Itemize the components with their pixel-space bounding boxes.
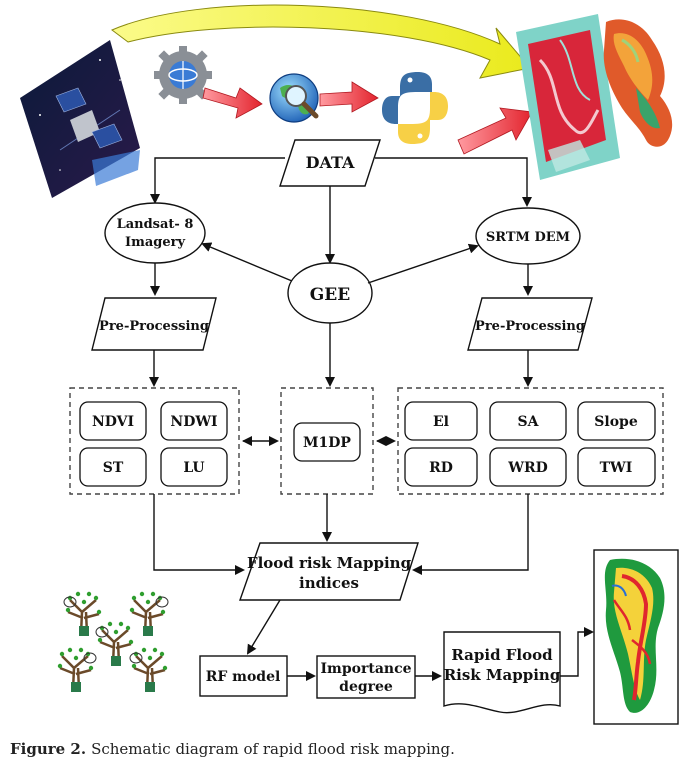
flood-risk-output-map xyxy=(593,549,679,725)
data-node xyxy=(279,139,381,187)
ndvi-box xyxy=(79,401,147,441)
st-label: ST xyxy=(103,460,124,476)
twi-label: TWI xyxy=(600,460,633,476)
el-box xyxy=(404,401,478,441)
rapid-flood-label-line1: Rapid Flood xyxy=(451,646,553,664)
st-box xyxy=(79,447,147,487)
tree-icon xyxy=(63,591,102,636)
lu-box xyxy=(160,447,228,487)
figure-caption: Figure 2. Schematic diagram of rapid floo… xyxy=(10,740,455,758)
random-forest-trees-illustration xyxy=(57,591,169,692)
python-icon xyxy=(382,72,448,144)
edge-data-landsat xyxy=(150,157,285,204)
twi-box xyxy=(577,447,656,487)
flood-indices-label-line1: Flood risk Mapping xyxy=(247,554,412,572)
edge-left-group-flood xyxy=(153,494,245,575)
ndwi-box xyxy=(160,401,228,441)
edge-gee-landsat xyxy=(201,242,293,282)
m1dp-label: M1DP xyxy=(303,435,351,451)
srtm-label: SRTM DEM xyxy=(486,230,570,245)
preprocessing-left-label: Pre-Processing xyxy=(99,319,209,334)
slope-label: Slope xyxy=(594,414,638,430)
edge-right-group-flood xyxy=(412,494,529,575)
importance-label-line2: degree xyxy=(339,679,393,695)
tree-icon xyxy=(95,621,134,666)
satellite-image xyxy=(20,40,140,198)
landsat-imagery-thumbnail xyxy=(516,14,620,180)
landsat-indices-group xyxy=(69,387,240,495)
m1dp-box xyxy=(293,422,361,462)
wrd-box xyxy=(489,447,567,487)
edge-gee-srtm xyxy=(367,243,479,284)
landsat-label-line1: Landsat- 8 xyxy=(117,217,194,232)
srtm-dem-thumbnail xyxy=(603,19,673,147)
rf-model-node xyxy=(199,655,288,697)
landsat-label-line2: Imagery xyxy=(125,235,185,250)
tree-icon xyxy=(57,647,97,692)
gee-label: GEE xyxy=(310,285,350,305)
importance-label-line1: Importance xyxy=(320,661,411,677)
caption-text: Schematic diagram of rapid flood risk ma… xyxy=(91,740,455,758)
edge-data-srtm xyxy=(375,157,532,207)
tree-icon xyxy=(129,647,168,692)
red-arrow-1 xyxy=(202,87,263,119)
ndwi-label: NDWI xyxy=(170,414,217,430)
rapid-flood-risk-mapping-node xyxy=(443,631,561,714)
rapid-flood-label-line2: Risk Mapping xyxy=(444,666,561,684)
rf-model-label: RF model xyxy=(206,669,281,685)
preprocessing-right-node xyxy=(467,297,593,351)
globe-search-icon xyxy=(269,73,319,123)
importance-degree-node xyxy=(316,655,416,699)
rd-label: RD xyxy=(429,460,453,476)
flood-risk-indices-node xyxy=(239,542,419,601)
sa-label: SA xyxy=(518,414,540,430)
preprocessing-right-label: Pre-Processing xyxy=(475,319,585,334)
landsat-node xyxy=(104,202,206,264)
red-arrow-2 xyxy=(319,81,379,113)
edge-flood-rf xyxy=(246,599,281,655)
data-label: DATA xyxy=(306,153,355,172)
lu-label: LU xyxy=(183,460,204,476)
caption-label: Figure 2. xyxy=(10,740,86,758)
dem-indices-group xyxy=(397,387,664,495)
preprocessing-left-node xyxy=(91,297,217,351)
el-label: El xyxy=(433,414,449,430)
sa-box xyxy=(489,401,567,441)
flood-indices-label-line2: indices xyxy=(299,574,359,592)
wrd-label: WRD xyxy=(507,460,548,476)
edge-rapid-output-map xyxy=(560,627,594,677)
ndvi-label: NDVI xyxy=(92,414,134,430)
red-arrow-3 xyxy=(457,107,533,155)
rd-box xyxy=(404,447,478,487)
tree-icon xyxy=(129,591,169,636)
slope-box xyxy=(577,401,656,441)
